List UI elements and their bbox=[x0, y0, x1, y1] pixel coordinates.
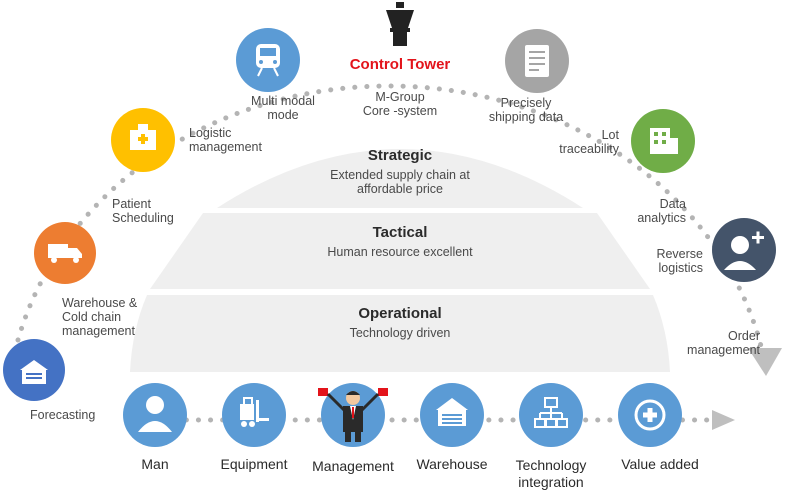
bottom-node-warehouse bbox=[420, 383, 484, 447]
label-reverse-logistics-2: logistics bbox=[620, 261, 703, 275]
arc-node-cold-chain bbox=[34, 222, 96, 284]
arc-node-forecasting bbox=[3, 339, 65, 401]
bottom-node-equipment bbox=[222, 383, 286, 447]
arc-node-multimodal bbox=[236, 28, 300, 92]
label-lot-traceability-1: Lot bbox=[530, 128, 619, 142]
label-logistic-management-1: Logistic bbox=[189, 126, 231, 140]
label-data-analytics-1: Data bbox=[600, 197, 686, 211]
label-data-analytics-2: analytics bbox=[600, 211, 686, 225]
core-system-line1: M-Group bbox=[340, 90, 460, 104]
label-order-management-2: management bbox=[660, 343, 760, 357]
arc-node-logistic bbox=[111, 108, 175, 172]
label-multimodal-2: mode bbox=[238, 108, 328, 122]
arc-node-reverse-logistics bbox=[712, 218, 776, 282]
tier-operational-title: Operational bbox=[270, 305, 530, 322]
label-patient-scheduling-2: Scheduling bbox=[112, 211, 174, 225]
label-value-added: Value added bbox=[605, 456, 715, 473]
bottom-node-management bbox=[318, 383, 388, 447]
bottom-node-value-added bbox=[618, 383, 682, 447]
tier-strategic-sub1: Extended supply chain at bbox=[270, 168, 530, 182]
bottom-node-man bbox=[123, 383, 187, 447]
label-order-management-1: Order bbox=[660, 329, 760, 343]
label-man: Man bbox=[100, 456, 210, 473]
label-warehouse: Warehouse bbox=[397, 456, 507, 473]
label-technology-1: Technology bbox=[496, 457, 606, 474]
document-icon bbox=[525, 45, 549, 77]
label-patient-scheduling-1: Patient bbox=[112, 197, 151, 211]
tier-operational-sub: Technology driven bbox=[270, 326, 530, 340]
label-warehouse-cold-chain-1: Warehouse & bbox=[62, 296, 137, 310]
label-reverse-logistics-1: Reverse bbox=[620, 247, 703, 261]
tier-tactical-sub: Human resource excellent bbox=[270, 245, 530, 259]
label-shipping-data-2: shipping data bbox=[466, 110, 586, 124]
core-system-line2: Core -system bbox=[340, 104, 460, 118]
label-warehouse-cold-chain-3: management bbox=[62, 324, 135, 338]
label-technology-2: integration bbox=[496, 474, 606, 491]
tier-tactical-title: Tactical bbox=[270, 224, 530, 241]
control-tower-lamp-icon bbox=[386, 2, 414, 46]
tier-strategic-sub2: affordable price bbox=[270, 182, 530, 196]
label-management: Management bbox=[298, 458, 408, 475]
label-logistic-management-2: management bbox=[189, 140, 262, 154]
control-tower-title: Control Tower bbox=[310, 56, 490, 73]
label-multimodal-1: Multi modal bbox=[238, 94, 328, 108]
label-equipment: Equipment bbox=[199, 456, 309, 473]
label-warehouse-cold-chain-2: Cold chain bbox=[62, 310, 121, 324]
arc-node-shipping-data bbox=[505, 29, 569, 93]
tier-strategic-title: Strategic bbox=[270, 147, 530, 164]
bottom-node-technology bbox=[519, 383, 583, 447]
label-lot-traceability-2: traceability bbox=[530, 142, 619, 156]
label-shipping-data-1: Precisely bbox=[466, 96, 586, 110]
label-forecasting: Forecasting bbox=[30, 408, 95, 422]
bottom-arrowhead bbox=[712, 410, 735, 430]
arc-node-lot-traceability bbox=[631, 109, 695, 173]
